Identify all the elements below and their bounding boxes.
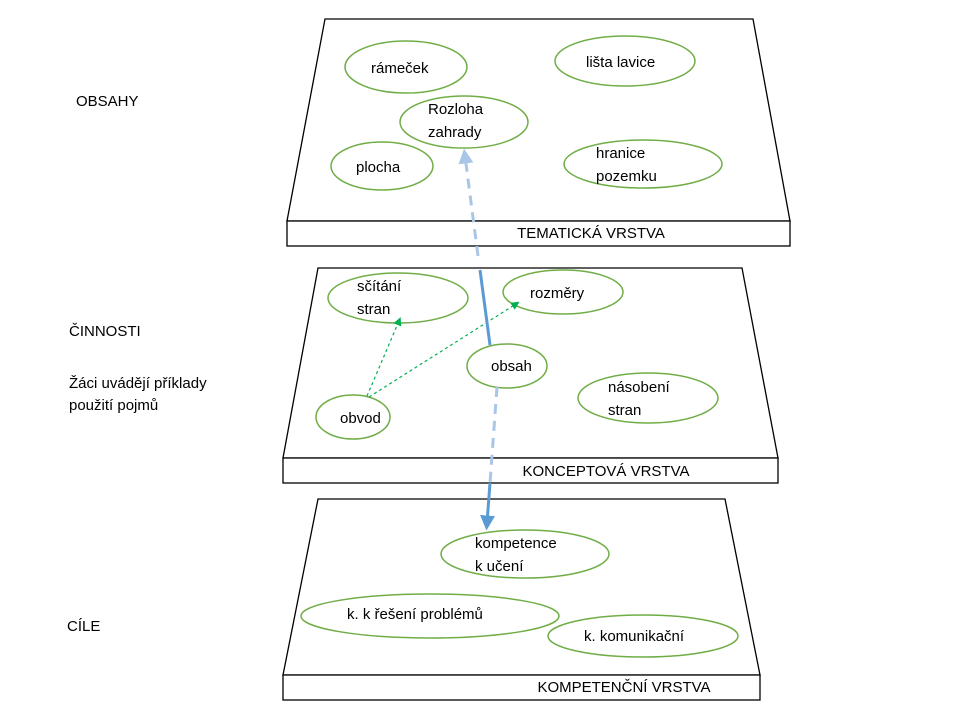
node-rozloha-zahrady: Rozloha zahrady: [399, 95, 529, 149]
node-nasobeni-stran: násobení stran: [577, 372, 719, 424]
arrow-obsah-to-uceni-solid: [480, 482, 496, 531]
node-rozmery: rozměry: [502, 269, 624, 315]
node-komunikacni-label: k. komunikační: [584, 628, 685, 645]
thematic-title: TEMATICKÁ VRSTVA: [517, 225, 665, 242]
node-plocha: plocha: [330, 141, 434, 191]
label-cinnosti-note-2: použití pojmů: [69, 397, 158, 414]
conceptual-band: [282, 457, 779, 484]
node-kompetence-k-uceni: kompetence k učení: [440, 529, 610, 579]
arrow-obsah-to-rozloha-solid: [478, 269, 492, 346]
node-uceni-label-1: kompetence: [475, 535, 557, 552]
thematic-layer: TEMATICKÁ VRSTVA rámeček lišta lavice Ro…: [286, 18, 791, 247]
node-scitani-stran: sčítání stran: [327, 272, 469, 324]
label-cinnosti: ČINNOSTI: [69, 323, 141, 340]
node-nasobeni-label-1: násobení: [608, 379, 671, 396]
node-lista-lavice: lišta lavice: [554, 35, 696, 87]
label-cile: CÍLE: [67, 618, 100, 635]
competence-layer: KOMPETENČNÍ VRSTVA kompetence k učení k.…: [282, 498, 761, 701]
competence-title: KOMPETENČNÍ VRSTVA: [537, 679, 710, 696]
arrow-obvod-to-scitani: [366, 317, 402, 397]
node-hranice-pozemku: hranice pozemku: [563, 139, 723, 189]
node-rozloha-label-2: zahrady: [428, 124, 482, 141]
node-rozloha-label-1: Rozloha: [428, 101, 484, 118]
thematic-band: [286, 220, 791, 247]
node-k-reseni-problemu: k. k řešení problémů: [300, 593, 560, 639]
node-hranice-label-2: pozemku: [596, 168, 657, 185]
node-obsah: obsah: [466, 343, 548, 389]
arrow-obvod-to-rozmery: [368, 301, 520, 398]
label-cinnosti-note-1: Žáci uvádějí příklady: [69, 375, 207, 392]
node-hranice-label-1: hranice: [596, 145, 645, 162]
competence-band: [282, 674, 761, 701]
node-nasobeni-label-2: stran: [608, 402, 641, 419]
node-ramecek-label: rámeček: [371, 60, 429, 77]
node-plocha-label: plocha: [356, 159, 401, 176]
node-obsah-label: obsah: [491, 358, 532, 375]
node-ramecek: rámeček: [344, 40, 468, 94]
node-lista-lavice-label: lišta lavice: [586, 54, 655, 71]
node-obvod: obvod: [315, 394, 391, 440]
node-reseni-label: k. k řešení problémů: [347, 606, 483, 623]
node-scitani-label-1: sčítání: [357, 278, 402, 295]
label-obsahy: OBSAHY: [76, 93, 139, 110]
node-k-komunikacni: k. komunikační: [547, 614, 739, 658]
node-uceni-label-2: k učení: [475, 558, 524, 575]
node-scitani-label-2: stran: [357, 301, 390, 318]
conceptual-title: KONCEPTOVÁ VRSTVA: [523, 463, 690, 480]
conceptual-layer: KONCEPTOVÁ VRSTVA sčítání stran rozměry …: [282, 267, 779, 484]
node-rozmery-label: rozměry: [530, 285, 585, 302]
node-obvod-label: obvod: [340, 410, 381, 427]
